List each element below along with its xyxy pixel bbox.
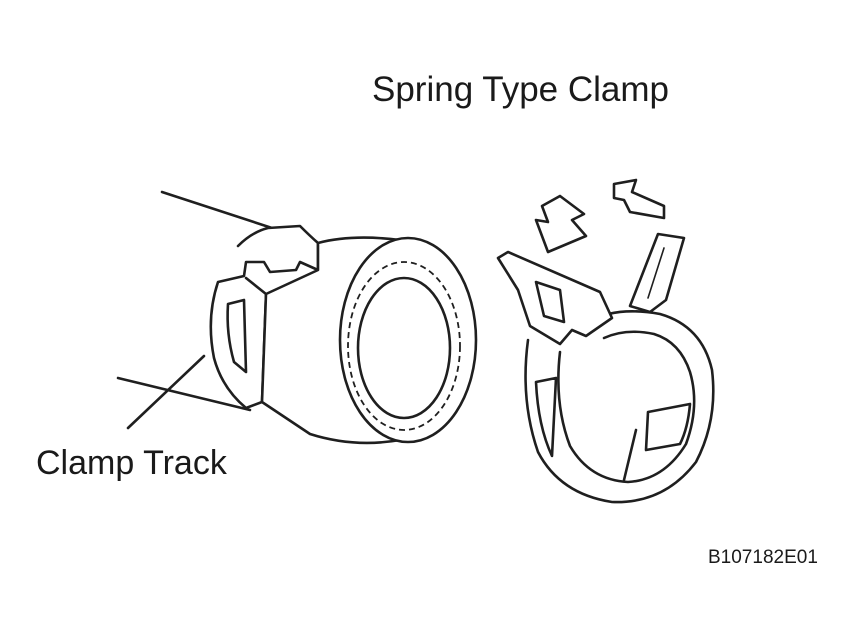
clamp-track-label: Clamp Track (36, 444, 227, 482)
clamp-slot-left (534, 376, 558, 458)
hose-end-face-dashed (347, 261, 461, 431)
clamp-tab-right-fold (647, 247, 665, 299)
clamp-tab-left-window (534, 280, 566, 324)
figure-code: B107182E01 (708, 547, 818, 568)
diagram-title: Spring Type Clamp (372, 70, 670, 109)
clamp-band-outer (524, 310, 715, 504)
hose-bottom-edge (116, 376, 252, 412)
press-arrow-right-icon (612, 178, 666, 220)
clamp-band-inner (557, 330, 696, 484)
clamp-track-leader-line (126, 354, 206, 430)
hose-drawing (116, 190, 478, 445)
clamp-tab-right (628, 232, 686, 314)
hose-end-opening (356, 276, 452, 420)
clamp-slot-right (644, 402, 692, 452)
spring-clamp-drawing (496, 232, 715, 504)
squeeze-arrows (534, 178, 666, 254)
press-arrow-left-icon (534, 194, 588, 254)
clamp-band-seam (622, 428, 638, 482)
hose-track-slot (226, 298, 248, 374)
